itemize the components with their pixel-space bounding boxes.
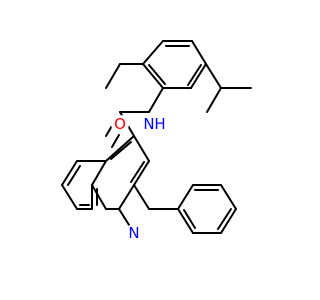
- bond: [177, 208, 194, 234]
- bond: [220, 184, 237, 210]
- bond: [105, 135, 135, 162]
- bond: [61, 184, 78, 210]
- bond: [91, 160, 107, 186]
- amide-nitrogen-label: N: [143, 115, 154, 133]
- amide-hydrogen-label: H: [154, 115, 165, 133]
- bond: [187, 64, 202, 86]
- bond: [133, 135, 150, 162]
- amide-nitrogen-bg: [142, 114, 166, 132]
- bond: [177, 184, 194, 210]
- bond: [148, 64, 166, 85]
- bond: [217, 208, 232, 230]
- bond: [91, 184, 107, 210]
- bond: [61, 160, 78, 186]
- bond: [118, 184, 135, 210]
- bond: [110, 141, 132, 160]
- oxygen-atom-label: O: [114, 115, 126, 133]
- bond: [183, 209, 196, 229]
- bond: [105, 63, 121, 89]
- bond: [206, 87, 222, 113]
- bond: [205, 63, 222, 89]
- bond: [67, 165, 81, 186]
- bonds: [61, 40, 252, 234]
- bond: [142, 40, 164, 65]
- bond: [111, 134, 120, 148]
- ring-nitrogen-bg: [125, 224, 143, 242]
- bond: [220, 208, 237, 234]
- bond: [130, 161, 145, 183]
- bond: [142, 63, 164, 89]
- molecule-structure: O N H N: [61, 40, 252, 242]
- bond: [191, 40, 207, 65]
- bond: [133, 160, 150, 186]
- bond: [190, 63, 207, 89]
- oxygen-atom-bg: [111, 115, 129, 133]
- bond: [133, 184, 150, 210]
- bond: [148, 87, 164, 113]
- atom-labels: O N H N: [111, 114, 166, 242]
- ring-nitrogen-label: N: [128, 224, 139, 242]
